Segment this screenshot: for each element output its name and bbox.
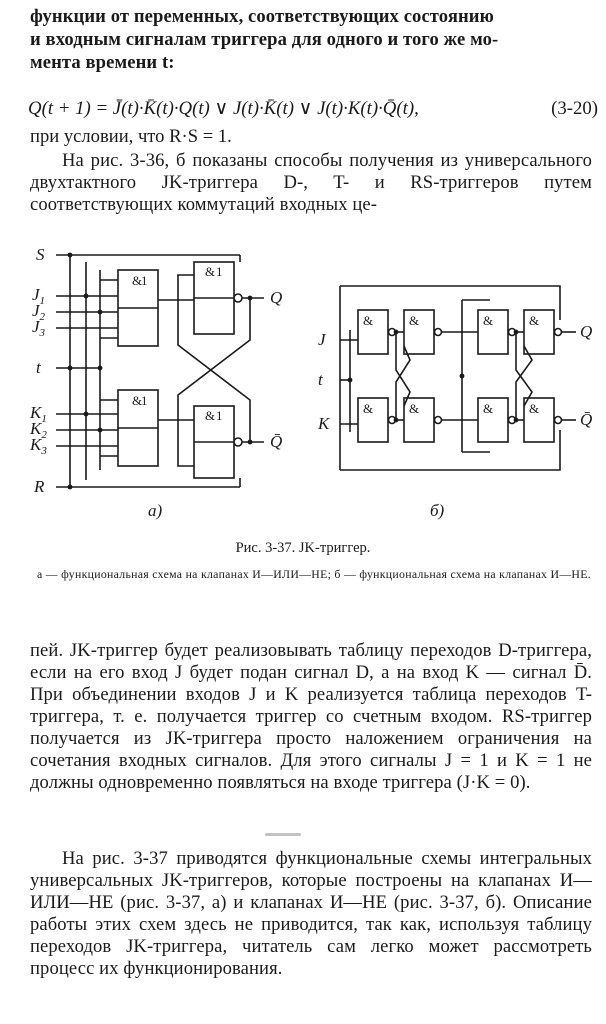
scan-mark (265, 833, 301, 836)
figure-3-37: S J1 J2 J3 t K1 K2 K3 R Q Q̄ а) & 1 & 1 … (29, 245, 592, 520)
gate-symbol: & (205, 264, 215, 279)
text-line-2: и входным сигналам триггера для одного и… (30, 29, 499, 50)
label-J-b: J (318, 330, 327, 349)
label-J1: J1 (32, 285, 45, 307)
gate-symbol: & (132, 393, 142, 408)
gate-symbol: & (363, 313, 373, 328)
label-panel-b: б) (430, 501, 445, 520)
gate-symbol: & (483, 401, 493, 416)
formula-condition: при условии, что R·S = 1. (30, 126, 232, 147)
gate-symbol: & (132, 273, 142, 288)
label-Qbar-b: Q̄ (580, 410, 592, 429)
paragraph-2: пей. JK-триггер будет реализовывать табл… (30, 640, 592, 793)
gate-symbol: & (409, 313, 419, 328)
label-t-a: t (36, 358, 42, 377)
label-S: S (36, 245, 45, 264)
gate-symbol: & (205, 408, 215, 423)
label-K2: K2 (29, 419, 47, 441)
label-R: R (33, 477, 45, 496)
gate-symbol: & (409, 401, 419, 416)
formula-number: (3-20) (551, 98, 598, 119)
gate-symbol: 1 (141, 393, 148, 408)
figure-caption-title: Рис. 3-37. JK-триггер. (235, 540, 371, 556)
text-line-3: мента времени t: (30, 52, 175, 73)
gate-symbol: & (483, 313, 493, 328)
formula-expression: Q(t + 1) = J̄(t)·K̄(t)·Q(t) ∨ J(t)·K̄(t)… (28, 98, 419, 119)
gate-symbol: & (363, 401, 373, 416)
label-K3: K3 (29, 435, 47, 457)
gate-symbol: & (529, 401, 539, 416)
intro-paragraph: На рис. 3-36, б показаны способы получен… (30, 150, 592, 215)
formula-3-20: Q(t + 1) = J̄(t)·K̄(t)·Q(t) ∨ J(t)·K̄(t)… (28, 98, 598, 120)
label-Q-a: Q (270, 288, 282, 307)
label-panel-a: а) (148, 501, 163, 520)
text-line-1: функции от переменных, соответствующих с… (30, 6, 494, 27)
gate-symbol: 1 (141, 273, 148, 288)
gate-symbol: 1 (216, 408, 223, 423)
gate-symbol: 1 (216, 264, 223, 279)
label-Qbar-a: Q̄ (270, 432, 282, 451)
gate-symbol: & (529, 313, 539, 328)
label-K-b: K (317, 414, 331, 433)
figure-caption-legend: а — функциональная схема на клапанах И—И… (36, 567, 591, 581)
paragraph-3: На рис. 3-37 приводятся функциональные с… (30, 848, 592, 979)
label-J2: J2 (32, 301, 46, 323)
label-t-b: t (318, 370, 324, 389)
label-Q-b: Q (580, 322, 592, 341)
label-K1: K1 (29, 403, 47, 425)
label-J3: J3 (32, 317, 46, 339)
